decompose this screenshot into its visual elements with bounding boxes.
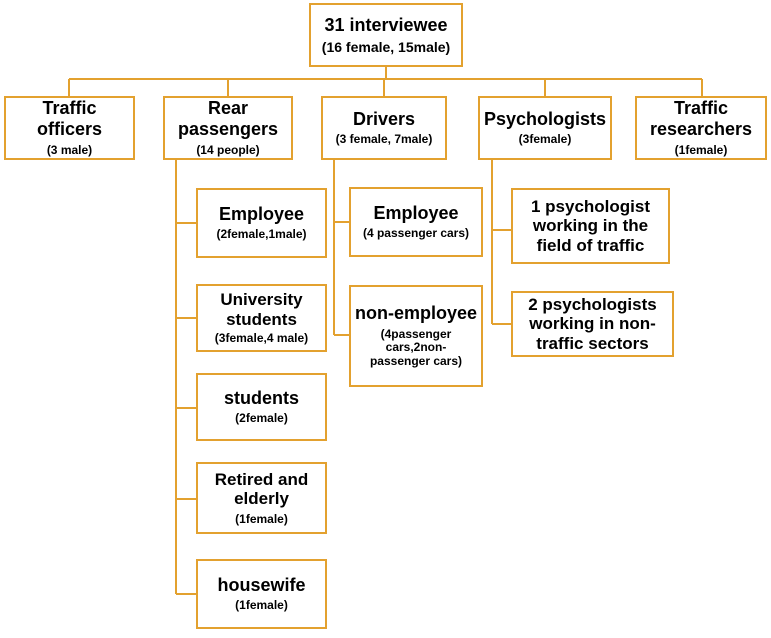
node-rear-university-students: University students (3female,4 male) <box>196 284 327 352</box>
drivers-title: Drivers <box>352 108 416 129</box>
psych-traffic-title: 1 psychologist working in the field of t… <box>530 196 651 255</box>
root-title: 31 interviewee <box>324 14 448 35</box>
node-traffic-researchers: Traffic researchers (1female) <box>635 96 767 160</box>
psychologists-title: Psychologists <box>483 108 607 129</box>
node-drivers: Drivers (3 female, 7male) <box>321 96 447 160</box>
node-rear-retired: Retired and elderly (1female) <box>196 462 327 534</box>
root-node: 31 interviewee (16 female, 15male) <box>309 3 463 67</box>
psych-non-traffic-title: 2 psychologists working in non-traffic s… <box>528 294 657 353</box>
traffic-officers-title: Traffic officers <box>36 98 103 140</box>
traffic-researchers-subtitle: (1female) <box>674 142 728 157</box>
rear-retired-title: Retired and elderly <box>214 469 309 509</box>
node-psych-non-traffic: 2 psychologists working in non-traffic s… <box>511 291 674 357</box>
drivers-non-employee-title: non-employee <box>354 302 478 323</box>
rear-employee-subtitle: (2female,1male) <box>216 227 307 242</box>
traffic-researchers-title: Traffic researchers <box>649 98 753 140</box>
rear-students-subtitle: (2female) <box>235 411 288 426</box>
rear-housewife-title: housewife <box>217 574 306 595</box>
drivers-subtitle: (3 female, 7male) <box>335 132 433 147</box>
node-rear-employee: Employee (2female,1male) <box>196 188 327 258</box>
rear-passengers-title: Rear passengers <box>177 98 279 140</box>
node-rear-housewife: housewife (1female) <box>196 559 327 629</box>
node-drivers-employee: Employee (4 passenger cars) <box>349 187 483 257</box>
psychologists-subtitle: (3female) <box>518 132 572 147</box>
rear-university-title: University students <box>220 290 303 329</box>
rear-housewife-subtitle: (1female) <box>235 598 288 613</box>
rear-passengers-subtitle: (14 people) <box>196 142 260 157</box>
drivers-employee-title: Employee <box>373 202 459 223</box>
rear-retired-subtitle: (1female) <box>235 511 288 526</box>
node-psychologists: Psychologists (3female) <box>478 96 612 160</box>
traffic-officers-subtitle: (3 male) <box>46 142 93 157</box>
drivers-non-employee-subtitle: (4passenger cars,2non-passenger cars) <box>369 326 463 369</box>
node-rear-students: students (2female) <box>196 373 327 441</box>
root-subtitle: (16 female, 15male) <box>321 39 451 56</box>
node-drivers-non-employee: non-employee (4passenger cars,2non-passe… <box>349 285 483 387</box>
rear-students-title: students <box>223 387 299 408</box>
node-rear-passengers: Rear passengers (14 people) <box>163 96 293 160</box>
node-traffic-officers: Traffic officers (3 male) <box>4 96 135 160</box>
rear-employee-title: Employee <box>218 203 305 224</box>
rear-university-subtitle: (3female,4 male) <box>214 331 309 346</box>
drivers-employee-subtitle: (4 passenger cars) <box>362 226 470 241</box>
node-psych-traffic: 1 psychologist working in the field of t… <box>511 188 670 264</box>
